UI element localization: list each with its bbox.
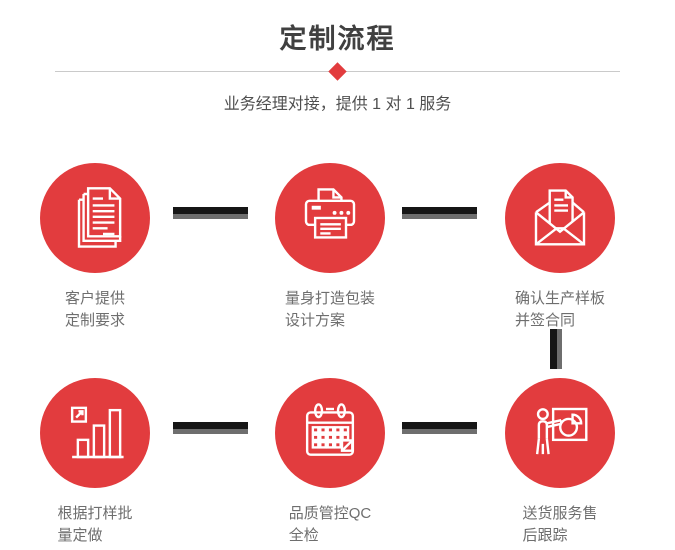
step-3-label: 确认生产样板 并签合同 — [515, 288, 605, 332]
step-6-label-line1: 送货服务售 — [522, 505, 598, 522]
calendar-icon — [305, 403, 355, 456]
step-3-circle — [505, 163, 615, 273]
step-5-label-line2: 全检 — [288, 527, 319, 544]
step-batch-production: 根据打样批 量定做 — [10, 378, 180, 547]
step-2-label-line2: 设计方案 — [284, 312, 345, 329]
presenter-icon — [535, 407, 588, 455]
step-delivery-tracking: 送货服务售 后跟踪 — [475, 378, 645, 547]
page-title: 定制流程 — [279, 24, 396, 54]
step-2-label-line1: 量身打造包装 — [284, 290, 375, 307]
envelope-icon — [534, 189, 586, 246]
step-quality-control: 品质管控QC 全检 — [245, 378, 415, 547]
printer-icon — [304, 188, 356, 239]
step-3-label-line2: 并签合同 — [514, 312, 575, 329]
step-packaging-design: 量身打造包装 设计方案 — [245, 163, 415, 332]
step-4-label: 根据打样批 量定做 — [57, 503, 132, 547]
step-4-circle — [40, 378, 150, 488]
step-6-circle — [505, 378, 615, 488]
step-2-label: 量身打造包装 设计方案 — [285, 288, 375, 332]
step-1-label-line2: 定制要求 — [64, 312, 125, 329]
page-subtitle: 业务经理对接，提供 1 对 1 服务 — [223, 96, 452, 113]
connector-step1-step2 — [173, 207, 248, 219]
documents-icon — [77, 187, 122, 248]
connector-step2-step3 — [402, 207, 477, 219]
connector-step4-step5 — [173, 422, 248, 434]
bar-chart-icon — [70, 406, 124, 459]
step-6-label-line2: 后跟踪 — [522, 527, 568, 544]
step-confirm-sample: 确认生产样板 并签合同 — [475, 163, 645, 332]
connector-step5-step6 — [402, 422, 477, 434]
connector-step3-step6 — [550, 329, 562, 369]
step-1-label-line1: 客户提供 — [64, 290, 125, 307]
step-4-label-line2: 量定做 — [57, 527, 103, 544]
step-6-label: 送货服务售 后跟踪 — [522, 503, 597, 547]
step-5-label-line1: 品质管控QC — [288, 505, 372, 522]
step-3-label-line1: 确认生产样板 — [514, 290, 605, 307]
step-1-label: 客户提供 定制要求 — [65, 288, 125, 332]
step-2-circle — [275, 163, 385, 273]
step-1-circle — [40, 163, 150, 273]
step-5-circle — [275, 378, 385, 488]
step-5-label: 品质管控QC 全检 — [289, 503, 372, 547]
step-customer-requirements: 客户提供 定制要求 — [10, 163, 180, 332]
diamond-icon — [327, 62, 347, 81]
step-4-label-line1: 根据打样批 — [57, 505, 133, 522]
